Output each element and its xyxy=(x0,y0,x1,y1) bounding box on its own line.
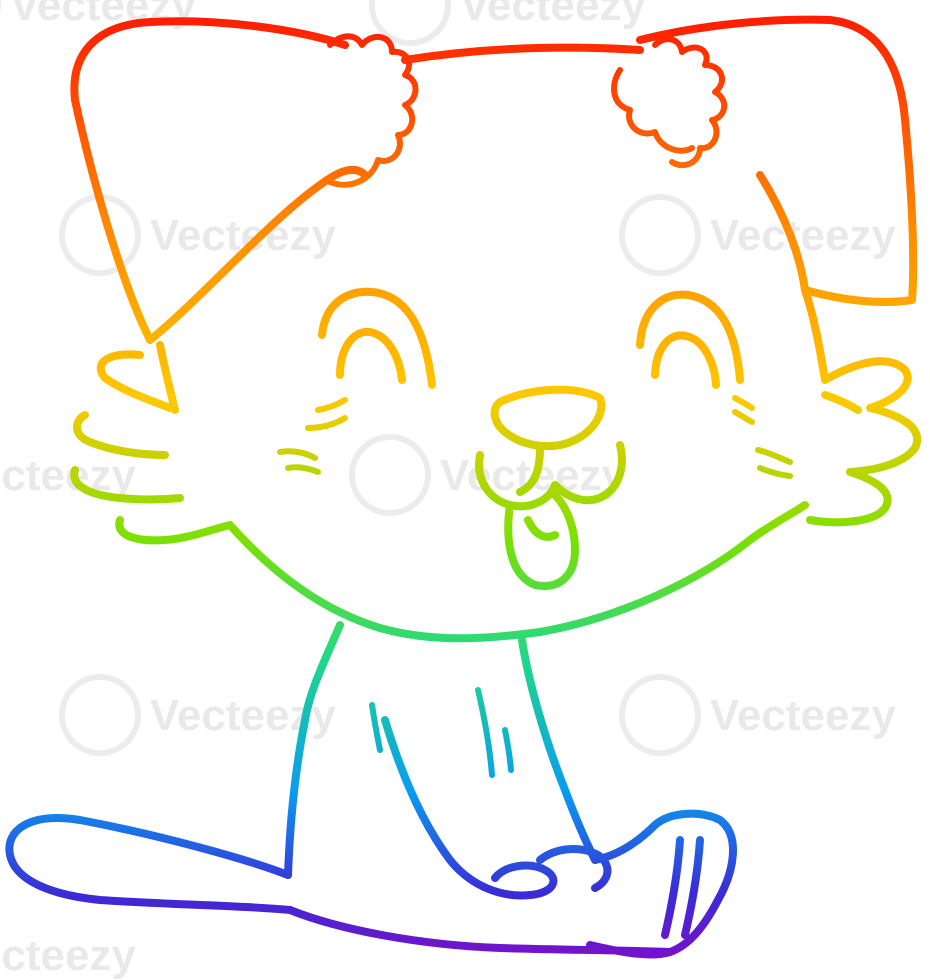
watermark: Vecteezy xyxy=(59,674,336,756)
base-line xyxy=(286,906,674,956)
chest-fur-marks xyxy=(369,687,514,778)
watermark-text: Vecteezy xyxy=(10,0,196,30)
watermark: Vecteezy xyxy=(619,194,896,276)
left-cheek-fur xyxy=(70,341,234,545)
watermark-text: Vecteezy xyxy=(0,931,136,980)
watermark-text: Vecteezy xyxy=(0,451,136,500)
left-eye xyxy=(318,287,436,389)
front-leg xyxy=(381,716,558,900)
watermark-text: Vecteezy xyxy=(710,691,896,740)
left-ear xyxy=(70,17,369,344)
watermark-text: Vecteezy xyxy=(460,0,646,30)
front-paw xyxy=(536,845,612,892)
right-ear xyxy=(636,15,918,306)
watermark-logo-icon xyxy=(619,674,701,756)
watermark-text: Vecteezy xyxy=(710,211,896,260)
watermark-logo-icon xyxy=(619,194,701,276)
watermark-logo-icon xyxy=(349,434,431,516)
watermark-logo-icon xyxy=(59,674,141,756)
right-eye-creases xyxy=(732,395,755,425)
body xyxy=(284,621,599,879)
right-cheek-fur xyxy=(801,286,922,527)
back-foot xyxy=(586,809,737,959)
head-top xyxy=(401,43,644,64)
right-ear-tuft xyxy=(611,36,728,169)
watermark: Vecteezy xyxy=(619,674,896,756)
left-ear-tuft xyxy=(327,33,419,188)
dog-illustration xyxy=(5,15,922,959)
watermark: Vecteezy xyxy=(0,931,136,980)
tongue xyxy=(504,491,579,590)
right-eye xyxy=(636,290,744,389)
nose xyxy=(490,385,606,451)
watermark-layer: VecteezyVecteezyVecteezyVecteezyVecteezy… xyxy=(0,0,896,980)
watermark: Vecteezy xyxy=(0,451,136,500)
watermark: Vecteezy xyxy=(369,0,646,46)
tail xyxy=(5,814,294,914)
left-eye-creases xyxy=(305,397,348,431)
watermark-logo-icon xyxy=(369,0,451,46)
right-whisker-marks xyxy=(755,447,793,479)
left-whisker-marks xyxy=(277,448,321,475)
jaw-outline xyxy=(226,501,809,643)
